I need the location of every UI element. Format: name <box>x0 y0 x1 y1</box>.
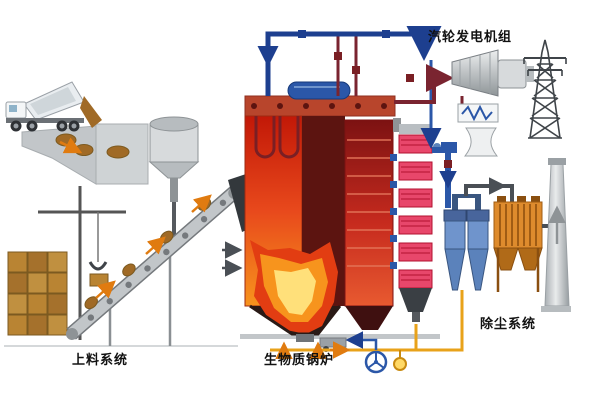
draft-fan <box>364 350 388 374</box>
cyclone-separators <box>443 194 490 291</box>
chimney <box>541 158 571 312</box>
cooling-tower <box>463 127 499 157</box>
straw-bale-stack <box>7 251 68 336</box>
label-biomass-boiler: 生物质锅炉 <box>264 353 335 368</box>
flow-arrow <box>95 280 116 299</box>
ash-cart <box>319 337 347 348</box>
ash-chute <box>296 334 314 342</box>
feed-silo <box>148 116 200 202</box>
generator <box>497 59 527 89</box>
grabbed-bale <box>89 273 109 287</box>
pass3-hopper <box>399 288 432 312</box>
riser-pipes <box>336 34 358 96</box>
steam-drum <box>287 81 351 100</box>
pass2-hopper <box>345 306 393 330</box>
receiving-pit <box>21 123 149 185</box>
flow-arrow <box>59 137 83 154</box>
boiler-platform <box>240 334 440 339</box>
bottom-piping <box>270 290 464 374</box>
dust-removal-system <box>432 147 571 312</box>
hanging-tubes <box>254 116 300 159</box>
label-turbine-generator-unit: 汽轮发电机组 <box>428 30 513 45</box>
blower <box>393 357 407 371</box>
steam-turbine <box>451 49 499 97</box>
primary-air-duct <box>345 331 378 350</box>
dump-truck <box>5 81 102 132</box>
bag-filter <box>493 196 543 292</box>
turbine-steam-line <box>394 64 454 104</box>
label-dust-removal-system: 除尘系统 <box>480 317 537 332</box>
flue-duct <box>432 147 451 208</box>
flame <box>250 240 338 334</box>
grab-claw <box>88 261 108 271</box>
transmission-tower <box>523 39 567 139</box>
valve <box>298 30 306 38</box>
steam-piping <box>257 26 454 149</box>
dumping-material <box>80 96 102 128</box>
label-feeding-system: 上料系统 <box>72 353 129 368</box>
inclined-conveyor <box>66 186 241 346</box>
third-pass-tube-banks <box>390 124 433 322</box>
pass2-tubes <box>347 139 391 267</box>
biomass-boiler <box>244 81 433 352</box>
truck-window <box>9 105 17 112</box>
turbine-generator-unit <box>433 49 534 157</box>
